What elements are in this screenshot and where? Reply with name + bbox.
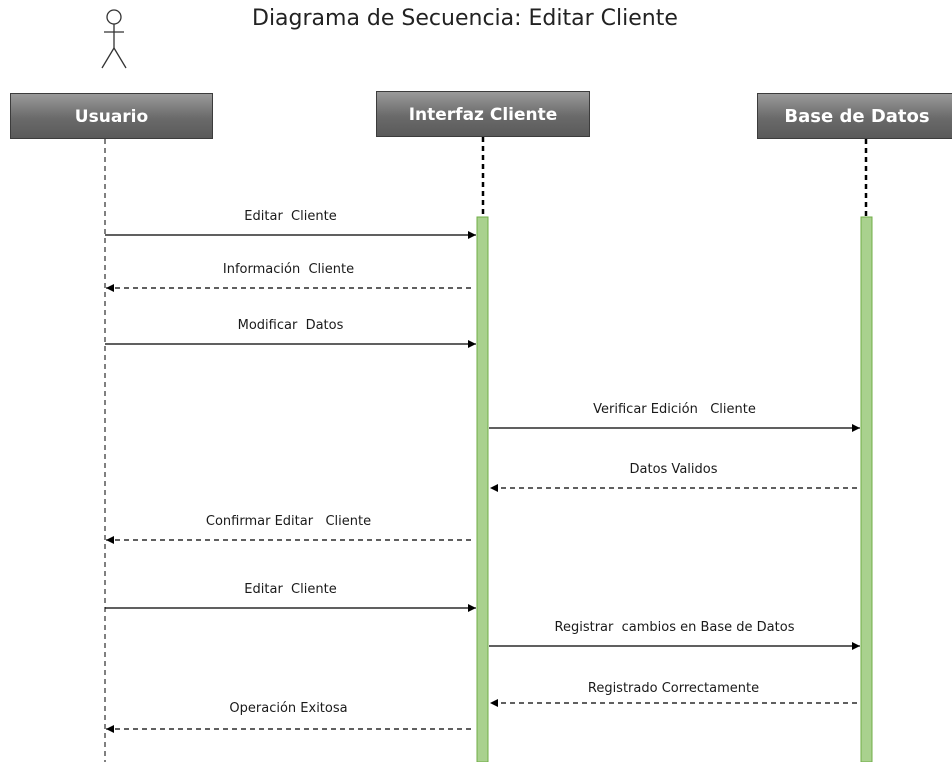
message-label: Editar Cliente <box>244 209 337 224</box>
message-label: Registrar cambios en Base de Datos <box>554 620 795 635</box>
activation-bar-base-de-datos <box>860 216 873 762</box>
diagram-title: Diagrama de Secuencia: Editar Cliente <box>252 6 678 31</box>
lifeline-box-usuario: Usuario <box>10 93 213 139</box>
message-label: Operación Exitosa <box>229 701 348 716</box>
message-label: Modificar Datos <box>237 318 344 333</box>
message-label: Información Cliente <box>222 262 355 277</box>
lifeline-box-interfaz-cliente: Interfaz Cliente <box>376 91 590 137</box>
actor-icon <box>101 9 127 69</box>
message-label: Registrado Correctamente <box>587 681 760 696</box>
message-label: Editar Cliente <box>244 582 337 597</box>
lifeline-box-base-de-datos: Base de Datos <box>757 93 952 139</box>
message-label: Verificar Edición Cliente <box>593 402 756 417</box>
message-label: Confirmar Editar Cliente <box>205 514 372 529</box>
message-label: Datos Validos <box>629 462 718 477</box>
activation-bar-interfaz-cliente <box>476 216 489 762</box>
